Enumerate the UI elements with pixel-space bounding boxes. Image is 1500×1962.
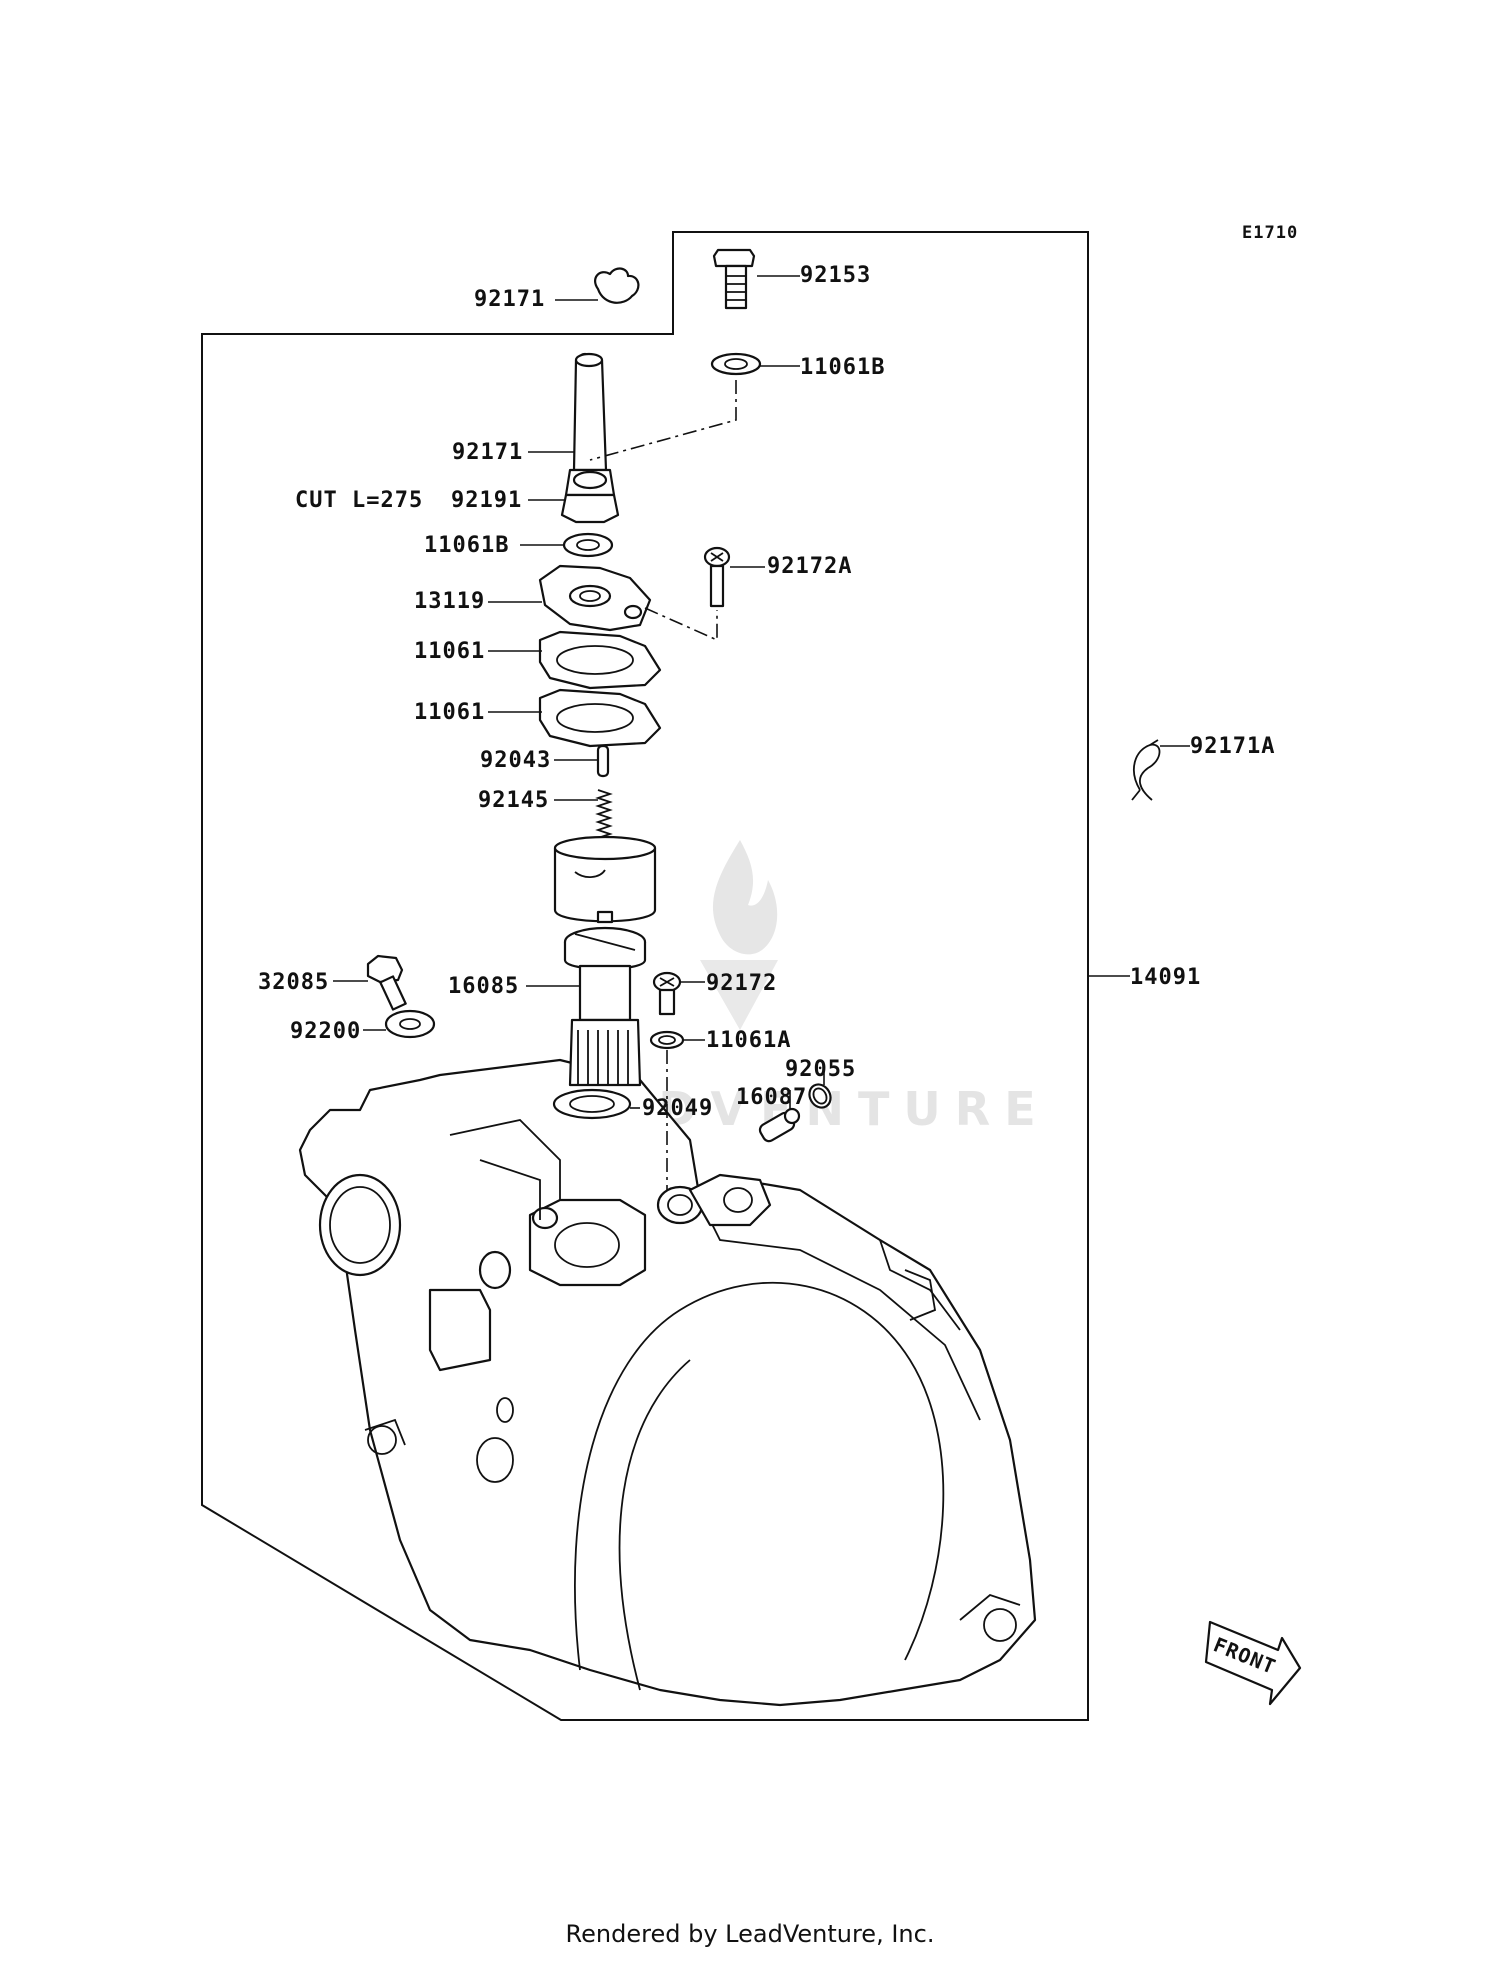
label-16085: 16085 — [448, 974, 519, 999]
gasket-11061-a — [538, 630, 662, 690]
footer-credit: Rendered by LeadVenture, Inc. — [565, 1920, 935, 1948]
plug-16087 — [758, 1107, 801, 1143]
washer-92049 — [552, 1088, 632, 1120]
label-11061-b: 11061 — [414, 700, 485, 725]
label-11061-a: 11061 — [414, 639, 485, 664]
o-ring-92055 — [808, 1083, 832, 1109]
hose-92191 — [560, 352, 620, 524]
clip-92171A — [1131, 739, 1161, 801]
label-92200: 92200 — [290, 1019, 361, 1044]
label-92055: 92055 — [785, 1057, 856, 1082]
screw-92172A — [703, 546, 731, 608]
bolt-32085 — [366, 954, 407, 1011]
leader-lines — [333, 275, 1190, 1190]
label-92153: 92153 — [800, 263, 871, 288]
cut-note: CUT L=275 — [295, 488, 423, 513]
washer-11061B-mid — [562, 532, 614, 558]
label-92145: 92145 — [478, 788, 549, 813]
front-arrow-icon: FRONT — [1204, 1620, 1302, 1706]
label-32085: 32085 — [258, 970, 329, 995]
label-11061A: 11061A — [706, 1028, 791, 1053]
spring-92145 — [595, 789, 613, 843]
assembly-frame — [201, 231, 1089, 1721]
label-92171-hose: 92171 — [452, 440, 523, 465]
label-92049: 92049 — [642, 1096, 713, 1121]
washer-92200 — [384, 1009, 436, 1039]
washer-11061A — [649, 1030, 685, 1050]
diagram-code: E1710 — [1242, 223, 1298, 243]
gasket-11061-b — [538, 688, 662, 748]
label-92043: 92043 — [480, 748, 551, 773]
pipe-92171-cap — [594, 267, 640, 304]
label-13119: 13119 — [414, 589, 485, 614]
label-14091: 14091 — [1130, 965, 1201, 990]
label-92172A: 92172A — [767, 554, 852, 579]
crankcase-cover-14091 — [298, 1058, 1037, 1707]
label-92171-top: 92171 — [474, 287, 545, 312]
pump-shaft-16085 — [563, 926, 647, 1087]
label-11061B-top: 11061B — [800, 355, 885, 380]
label-11061B-mid: 11061B — [424, 533, 509, 558]
pump-piston — [553, 835, 657, 924]
oil-pump-cover-13119 — [538, 564, 652, 632]
part-labels: 92171 92153 11061B 92171 CUT L=275 92191… — [258, 223, 1298, 1121]
screw-92172 — [652, 971, 682, 1016]
bolt-92153 — [712, 248, 756, 310]
washer-11061B-top — [710, 352, 762, 376]
label-92191: 92191 — [451, 488, 522, 513]
label-92172: 92172 — [706, 971, 777, 996]
pin-92043 — [596, 744, 610, 778]
label-92171A: 92171A — [1190, 734, 1275, 759]
label-16087: 16087 — [736, 1085, 807, 1110]
